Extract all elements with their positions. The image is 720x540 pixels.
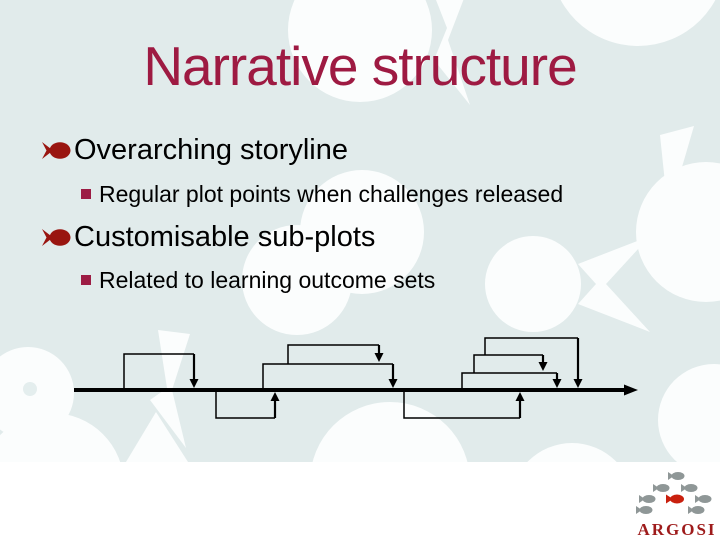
fish-bullet-icon [42, 228, 71, 246]
bullet-label: Customisable sub-plots [74, 221, 376, 253]
argosi-logo-fish-icon [636, 472, 712, 514]
sub-bullet-label: Regular plot points when challenges rele… [99, 181, 564, 207]
page-title: Narrative structure [143, 35, 577, 97]
logo-fish-red [666, 494, 684, 504]
square-bullet-icon [81, 189, 91, 199]
logo-fish-gray [636, 472, 712, 514]
footer-band [0, 462, 720, 540]
argosi-logo: ARGOSI [634, 466, 720, 539]
sub-bullet-regular-plot-points: Regular plot points when challenges rele… [81, 181, 563, 207]
fish-bullet-icon [42, 141, 71, 159]
bullet-label: Overarching storyline [74, 134, 348, 166]
sub-bullet-label: Related to learning outcome sets [99, 267, 436, 293]
bullet-item-customisable-sub-plots: Customisable sub-plots [42, 221, 375, 253]
bullet-item-overarching-storyline: Overarching storyline [42, 134, 348, 166]
fish-eye [23, 382, 37, 396]
square-bullet-icon [81, 275, 91, 285]
logo-text: ARGOSI [637, 520, 717, 539]
sub-bullet-related-learning-outcomes: Related to learning outcome sets [81, 267, 435, 293]
